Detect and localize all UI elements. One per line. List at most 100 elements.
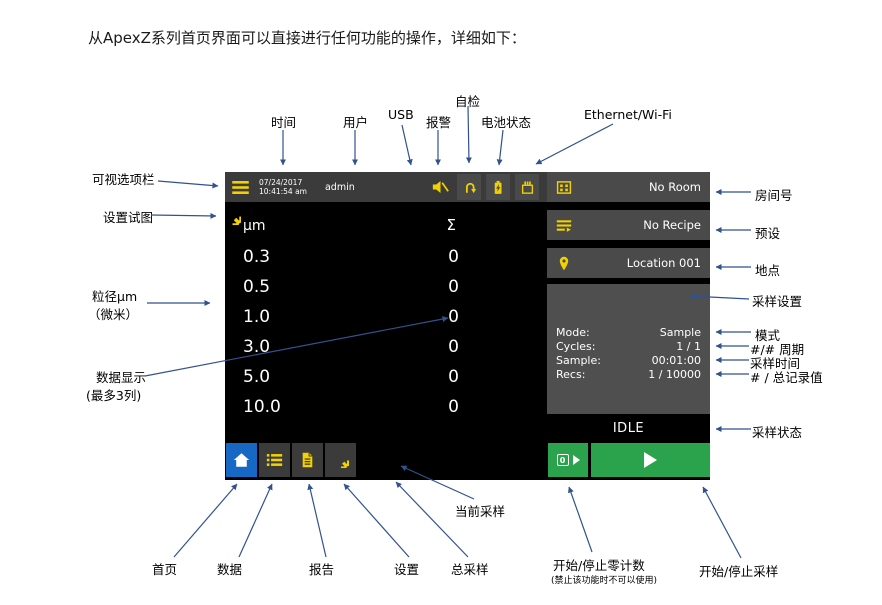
callout-battery: 电池状态 <box>481 115 532 130</box>
callout-location: 地点 <box>755 263 781 278</box>
alarm-mute-icon[interactable] <box>432 180 449 194</box>
location-value: Location 001 <box>626 256 701 270</box>
setting-row: Cycles: 1 / 1 <box>556 340 701 354</box>
reports-button[interactable] <box>292 443 323 477</box>
settings-button[interactable] <box>325 443 356 477</box>
size-value: 0.3 <box>243 247 271 267</box>
callout-time: 时间 <box>271 115 297 130</box>
count-value: 0 <box>448 337 459 357</box>
status-text: IDLE <box>612 420 645 436</box>
setting-value: Sample <box>659 326 701 339</box>
room-icon <box>556 180 572 195</box>
setting-label: Sample: <box>556 354 601 367</box>
setting-value: 1 / 10000 <box>648 368 701 381</box>
sigma-label: Σ <box>446 216 456 234</box>
callout-preset: 预设 <box>755 226 781 241</box>
callout-alarm: 报警 <box>426 115 452 130</box>
self-check-icon <box>462 180 477 195</box>
setting-row: Sample: 00:01:00 <box>556 354 701 368</box>
play-icon <box>644 452 657 468</box>
data-button[interactable] <box>259 443 290 477</box>
room-row[interactable]: No Room <box>547 172 710 202</box>
table-row: 1.0 0 <box>243 302 459 332</box>
callout-particle-size: 粒径μm <box>92 289 138 304</box>
callout-cycles: #/# 周期 <box>750 342 805 357</box>
zero-count-icon: 0 <box>556 454 569 466</box>
callout-ethernet: Ethernet/Wi-Fi <box>584 107 672 122</box>
count-value: 0 <box>448 397 459 417</box>
callout-current-sample: 当前采样 <box>455 504 506 519</box>
home-button[interactable] <box>226 443 257 477</box>
setting-row: Recs: 1 / 10000 <box>556 368 701 382</box>
intro-text: 从ApexZ系列首页界面可以直接进行任何功能的操作，详细如下： <box>88 29 526 47</box>
time-text: 10:41:54 am <box>259 187 307 196</box>
measurement-table: μm Σ 0.3 0 0.5 0 1.0 0 3.0 0 5.0 0 10.0 … <box>243 216 459 422</box>
ethernet-button[interactable] <box>515 174 539 200</box>
callout-start-stop: 开始/停止采样 <box>699 564 779 579</box>
callout-usb: USB <box>388 107 414 122</box>
table-row: 5.0 0 <box>243 362 459 392</box>
setting-label: Mode: <box>556 326 590 339</box>
date-text: 07/24/2017 <box>259 178 303 187</box>
zero-count-button[interactable]: 0 <box>548 443 588 477</box>
sample-settings-box[interactable]: Mode: Sample Cycles: 1 / 1 Sample: 00:01… <box>547 284 710 414</box>
battery-icon <box>491 180 506 195</box>
size-value: 5.0 <box>243 367 271 387</box>
device-screen: 07/24/2017 10:41:54 am admin μm Σ 0.3 0 … <box>225 172 710 480</box>
callout-room: 房间号 <box>755 188 793 203</box>
callout-zero-count-note: (禁止该功能时不可以使用) <box>551 576 658 586</box>
username-text: admin <box>324 181 355 193</box>
callout-data-display: 数据显示 <box>96 370 147 385</box>
start-stop-button[interactable] <box>591 443 710 477</box>
zero-play-icon <box>572 455 580 465</box>
ethernet-icon <box>520 180 535 195</box>
table-row: 3.0 0 <box>243 332 459 362</box>
callout-data: 数据 <box>217 562 243 577</box>
count-value: 0 <box>448 307 459 327</box>
gear-icon <box>332 452 349 468</box>
callout-self-check: 自检 <box>455 94 481 109</box>
self-check-button[interactable] <box>457 174 481 200</box>
table-row: 0.3 0 <box>243 242 459 272</box>
document-icon <box>299 452 316 468</box>
callout-zero-count: 开始/停止零计数 <box>553 558 645 573</box>
settings-view-gear-icon[interactable] <box>223 207 241 225</box>
list-icon <box>266 452 283 468</box>
setting-row: Mode: Sample <box>556 326 701 340</box>
recipe-value: No Recipe <box>643 218 701 232</box>
recipe-icon <box>556 218 572 233</box>
callout-user: 用户 <box>343 115 369 130</box>
callout-sample-time: 采样时间 <box>750 356 801 371</box>
size-value: 1.0 <box>243 307 271 327</box>
recipe-row[interactable]: No Recipe <box>547 210 710 240</box>
callout-mode: 模式 <box>755 328 781 343</box>
bottom-toolbar: 0 <box>225 440 710 480</box>
table-row: 10.0 0 <box>243 392 459 422</box>
unit-label: μm <box>243 218 266 234</box>
location-row[interactable]: Location 001 <box>547 248 710 278</box>
size-value: 0.5 <box>243 277 271 297</box>
setting-value: 1 / 1 <box>676 340 701 353</box>
callout-sample-settings: 采样设置 <box>752 294 803 309</box>
size-value: 10.0 <box>243 397 281 417</box>
callout-report: 报告 <box>309 562 335 577</box>
callout-option-bar: 可视选项栏 <box>92 172 155 187</box>
callout-total-sample: 总采样 <box>451 562 489 577</box>
battery-button[interactable] <box>486 174 510 200</box>
callout-settings-view: 设置试图 <box>103 210 154 225</box>
right-panel: No Room No Recipe Location 001 Mode: Sam… <box>547 172 710 440</box>
menu-button[interactable] <box>225 172 255 202</box>
hamburger-icon <box>232 181 249 194</box>
home-icon <box>233 452 250 468</box>
setting-value: 00:01:00 <box>651 354 701 367</box>
status-bar: IDLE <box>547 416 710 440</box>
datetime-display: 07/24/2017 10:41:54 am <box>259 178 307 196</box>
location-pin-icon <box>556 256 572 271</box>
callout-sample-status: 采样状态 <box>752 425 803 440</box>
callout-settings: 设置 <box>394 562 420 577</box>
count-value: 0 <box>448 247 459 267</box>
table-header: μm Σ <box>243 216 459 242</box>
count-value: 0 <box>448 277 459 297</box>
callout-particle-size-note: （微米） <box>88 307 139 322</box>
setting-label: Cycles: <box>556 340 596 353</box>
